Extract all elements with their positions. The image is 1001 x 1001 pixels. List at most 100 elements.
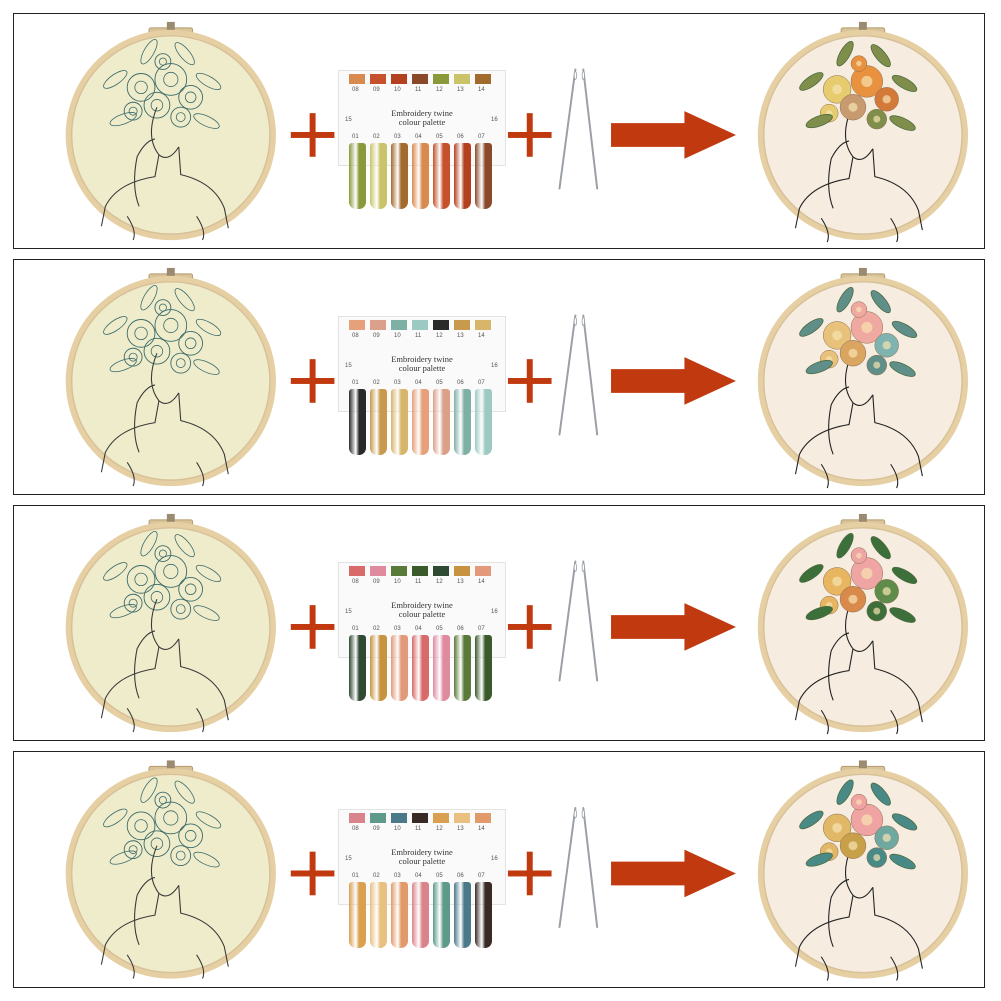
thread-number: 03 [394, 872, 401, 879]
thread-number: 09 [373, 333, 380, 339]
thread-swatch [370, 320, 386, 330]
thread-swatch [475, 812, 491, 823]
finished-embroidery-hoop [757, 513, 968, 733]
thread-number: 04 [415, 380, 422, 386]
thread-number: 13 [457, 333, 464, 339]
finished-figure-outline [794, 354, 923, 489]
plus-icon [290, 359, 335, 403]
printed-figure-outline [100, 107, 229, 241]
thread-number: 02 [373, 134, 380, 140]
thread-swatch [475, 566, 491, 576]
printed-pattern-hoop [65, 760, 276, 979]
finished-figure-outline [794, 600, 923, 735]
thread-skein [349, 143, 366, 209]
thread-swatch [454, 320, 470, 330]
thread-swatch [433, 320, 449, 330]
arrow-right-icon [611, 603, 736, 651]
thread-number: 15 [345, 609, 352, 615]
palette-label: Embroidery twine colour palette [391, 354, 453, 373]
thread-number: 08 [352, 87, 359, 93]
thread-number: 05 [436, 380, 443, 386]
plus-icon [290, 851, 335, 896]
thread-number: 01 [352, 380, 359, 386]
thread-swatch [475, 320, 491, 330]
thread-swatch [433, 566, 449, 576]
thread-swatch [349, 320, 365, 330]
thread-skein [391, 635, 408, 701]
thread-number: 02 [373, 872, 380, 879]
thread-skein [475, 143, 492, 209]
thread-skein [433, 143, 450, 209]
thread-skein [454, 635, 471, 701]
thread-number: 13 [457, 87, 464, 93]
thread-swatch [391, 812, 407, 823]
thread-skein [370, 143, 387, 209]
plus-icon [507, 605, 552, 649]
kit-illustration [65, 267, 968, 489]
palette-label: Embroidery twine colour palette [391, 846, 453, 866]
thread-swatch [412, 812, 428, 823]
thread-number: 04 [415, 134, 422, 140]
thread-number: 05 [436, 626, 443, 632]
thread-skein [433, 389, 450, 455]
plus-icon [290, 605, 335, 649]
thread-swatch [370, 74, 386, 84]
thread-swatch [475, 74, 491, 84]
printed-flower-outline [103, 531, 222, 621]
thread-number: 05 [436, 134, 443, 140]
thread-number: 13 [457, 825, 464, 832]
thread-skein [475, 881, 492, 948]
thread-swatch [349, 812, 365, 823]
palette-label: Embroidery twine colour palette [391, 600, 453, 619]
finished-figure-outline [794, 847, 923, 981]
thread-number: 07 [478, 626, 485, 632]
finished-flower-embroidery [799, 532, 918, 623]
thread-number: 03 [394, 380, 401, 386]
thread-skein [391, 881, 408, 948]
thread-number: 05 [436, 872, 443, 879]
arrow-right-icon [611, 357, 736, 405]
thread-number: 08 [352, 825, 359, 832]
thread-swatch [370, 812, 386, 823]
plus-icon [507, 113, 552, 157]
thread-number: 03 [394, 134, 401, 140]
thread-swatch [454, 74, 470, 84]
thread-swatch [412, 320, 428, 330]
thread-number: 10 [394, 579, 401, 585]
thread-number: 11 [415, 825, 422, 832]
arrow-right-icon [611, 849, 736, 898]
thread-skein [349, 635, 366, 701]
thread-swatch [391, 320, 407, 330]
finished-flower-embroidery [799, 286, 918, 377]
thread-number: 15 [345, 855, 352, 862]
arrow-right-icon [611, 111, 736, 159]
embroidery-needles [558, 807, 599, 929]
thread-number: 09 [373, 579, 380, 585]
thread-number: 03 [394, 626, 401, 632]
thread-skein [454, 143, 471, 209]
thread-swatch [454, 566, 470, 576]
thread-number: 15 [345, 363, 352, 369]
thread-number: 06 [457, 872, 464, 879]
finished-flower-embroidery [799, 40, 918, 131]
thread-number: 12 [436, 333, 443, 339]
thread-number: 06 [457, 380, 464, 386]
thread-skein [475, 635, 492, 701]
thread-number: 14 [478, 87, 485, 93]
thread-skein [475, 389, 492, 455]
thread-number: 08 [352, 579, 359, 585]
printed-figure-outline [100, 353, 229, 487]
thread-number: 11 [415, 87, 422, 93]
printed-figure-outline [100, 599, 229, 733]
thread-number: 12 [436, 87, 443, 93]
thread-skein [349, 881, 366, 948]
thread-number: 01 [352, 134, 359, 140]
finished-embroidery-hoop [757, 267, 968, 487]
thread-number: 11 [415, 579, 422, 585]
thread-number: 04 [415, 872, 422, 879]
